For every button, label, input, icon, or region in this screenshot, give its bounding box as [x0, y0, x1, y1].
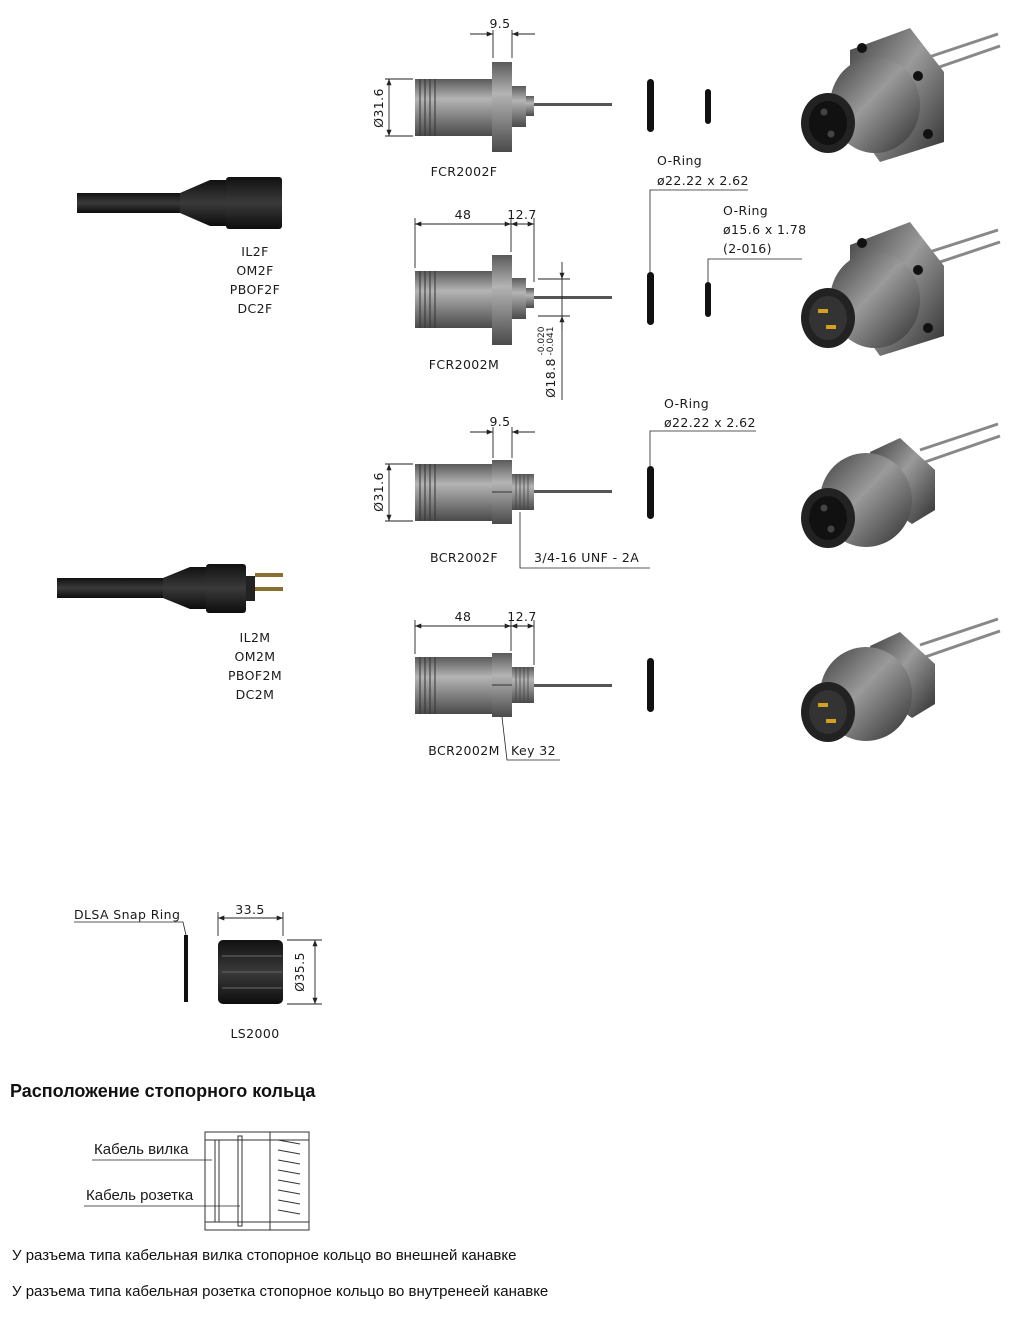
fcr2002m-label: FCR2002M	[429, 357, 499, 372]
fcr2002f-flange-width: 9.5	[489, 16, 510, 31]
oring-2-size: ø15.6 x 1.78	[723, 222, 806, 237]
bcr2002f-width: 9.5	[489, 414, 510, 429]
fcr2002f-3d-render	[801, 28, 1001, 162]
fcr2002m-3d-render	[801, 222, 1001, 356]
socket-label: Кабель розетка	[86, 1187, 194, 1204]
oring-1-title: O-Ring	[657, 153, 702, 168]
oring-1-size: ø22.22 x 2.62	[657, 173, 749, 188]
bcr2002m-length: 48	[455, 609, 472, 624]
fcr2002m-pin-diameter: Ø18.8	[543, 358, 558, 398]
fcr2002m-thread-length: 12.7	[507, 207, 536, 222]
bcr2002f-diameter: Ø31.6	[371, 472, 386, 512]
bcr2002m-label: BCR2002M	[428, 743, 500, 758]
bcr2002f-side-view	[415, 460, 612, 524]
key-callout: Key 32	[511, 743, 556, 758]
male-cable-model-3: PBOF2M	[228, 668, 282, 683]
snap-ring-callout: DLSA Snap Ring	[74, 907, 180, 922]
fcr2002m-body-length: 48	[455, 207, 472, 222]
note-socket: У разъема типа кабельная розетка стопорн…	[12, 1283, 549, 1300]
fcr2002m-tol-upper: -0.020	[537, 326, 547, 355]
note-plug: У разъема типа кабельная вилка стопорное…	[12, 1247, 517, 1264]
oring-2-title: O-Ring	[723, 203, 768, 218]
female-cable-model-3: PBOF2F	[230, 282, 280, 297]
ls2000-shape	[218, 940, 283, 1004]
ls2000-diameter: Ø35.5	[292, 952, 307, 992]
male-cable-model-1: IL2M	[240, 630, 271, 645]
bcr2002m-thread-length: 12.7	[507, 609, 536, 624]
fcr2002m-side-view	[415, 255, 612, 345]
bcr2002f-label: BCR2002F	[430, 550, 498, 565]
oring-3-size: ø22.22 x 2.62	[664, 415, 756, 430]
retaining-ring-heading: Расположение стопорного кольца	[10, 1081, 316, 1101]
fcr2002m-tol-lower: -0.041	[546, 326, 556, 355]
retaining-ring-section-drawing	[204, 1131, 310, 1231]
female-cable-model-2: OM2F	[236, 263, 273, 278]
male-cable-model-2: OM2M	[235, 649, 276, 664]
fcr2002f-side-view	[415, 62, 612, 152]
female-cable-model-4: DC2F	[237, 301, 272, 316]
bcr2002f-3d-render	[801, 422, 1001, 548]
oring-2-code: (2-016)	[723, 241, 772, 256]
bcr2002m-side-view	[415, 653, 612, 717]
bcr2002m-3d-render	[801, 617, 1001, 742]
snap-ring-shape	[184, 935, 188, 1002]
male-cable-connector	[57, 564, 283, 613]
fcr2002f-label: FCR2002F	[431, 164, 498, 179]
female-cable-model-1: IL2F	[241, 244, 268, 259]
o-ring-shapes	[647, 79, 711, 712]
female-cable-connector	[77, 177, 282, 229]
ls2000-length: 33.5	[235, 902, 264, 917]
fcr2002f-diameter: Ø31.6	[371, 88, 386, 128]
ls2000-label: LS2000	[230, 1026, 279, 1041]
thread-callout: 3/4-16 UNF - 2A	[534, 550, 639, 565]
plug-label: Кабель вилка	[94, 1141, 189, 1158]
male-cable-model-4: DC2M	[236, 687, 275, 702]
oring-3-title: O-Ring	[664, 396, 709, 411]
